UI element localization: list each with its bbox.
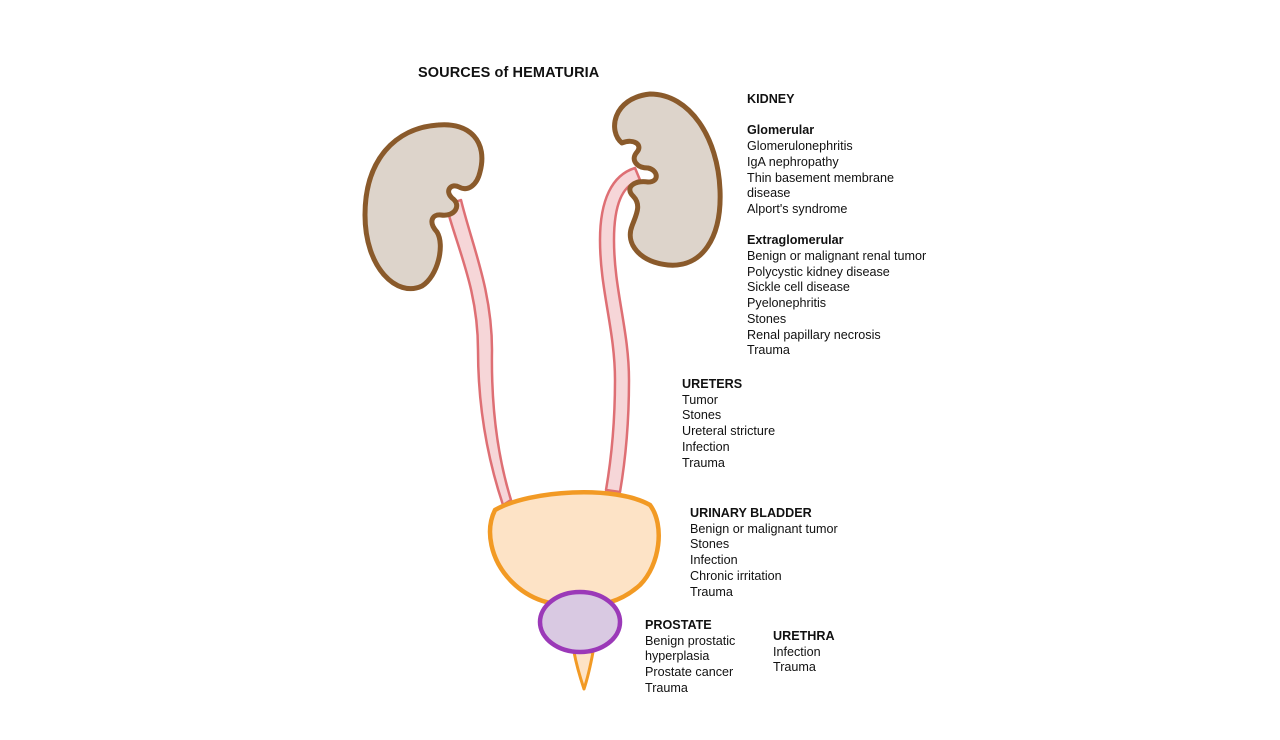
list-item: disease <box>747 186 791 201</box>
prostate-section: PROSTATE Benign prostatic hyperplasia Pr… <box>645 618 735 697</box>
list-item: Benign or malignant renal tumor <box>747 249 927 263</box>
prostate <box>537 589 623 655</box>
list-item: Trauma <box>747 343 790 358</box>
list-item: Trauma <box>682 455 725 470</box>
list-item: Polycystic kidney disease <box>747 264 890 279</box>
left-ureter <box>444 198 513 507</box>
glomerular-heading: Glomerular <box>747 123 815 138</box>
urethra-section: URETHRA Infection Trauma <box>773 629 835 676</box>
list-item: Tumor <box>682 392 718 407</box>
extraglomerular-heading: Extraglomerular <box>747 233 844 248</box>
right-ureter <box>598 166 642 494</box>
page-title: SOURCES of HEMATURIA <box>418 65 600 81</box>
list-item: hyperplasia <box>645 649 710 664</box>
list-item: Pyelonephritis <box>747 296 827 311</box>
prostate-heading: PROSTATE <box>645 618 712 632</box>
list-item: Benign prostatic <box>645 633 736 648</box>
kidney-heading: KIDNEY <box>747 92 795 106</box>
kidney-section: KIDNEY Glomerular Glomerulonephritis IgA… <box>747 92 926 359</box>
urinary-bladder <box>487 490 661 609</box>
list-item: IgA nephropathy <box>747 154 839 169</box>
urethra-heading: URETHRA <box>773 629 835 643</box>
list-item: Stones <box>747 311 787 326</box>
bladder-heading: URINARY BLADDER <box>690 506 812 520</box>
list-item: Glomerulonephritis <box>747 139 853 154</box>
bladder-section: URINARY BLADDER Benign or malignant tumo… <box>690 506 838 600</box>
list-item: Trauma <box>645 680 688 695</box>
list-item: Infection <box>682 439 730 454</box>
list-item: Trauma <box>690 584 733 599</box>
list-item: Infection <box>773 644 821 659</box>
list-item: Benign or malignant tumor <box>690 521 838 536</box>
urethra-tube <box>572 650 595 691</box>
list-item: Sickle cell disease <box>747 280 850 295</box>
list-item: Chronic irritation <box>690 568 782 583</box>
list-item: Alport's syndrome <box>747 201 848 216</box>
ureters-section: URETERS Tumor Stones Ureteral stricture … <box>682 377 775 471</box>
list-item: Stones <box>682 408 722 423</box>
list-item: Thin basement membrane <box>747 170 894 185</box>
ureters-heading: URETERS <box>682 377 743 391</box>
list-item: Prostate cancer <box>645 665 734 680</box>
right-kidney <box>612 91 723 268</box>
list-item: Ureteral stricture <box>682 424 776 439</box>
list-item: Renal papillary necrosis <box>747 327 881 342</box>
list-item: Trauma <box>773 660 816 675</box>
list-item: Infection <box>690 553 738 568</box>
list-item: Stones <box>690 537 730 552</box>
left-kidney <box>362 122 485 292</box>
